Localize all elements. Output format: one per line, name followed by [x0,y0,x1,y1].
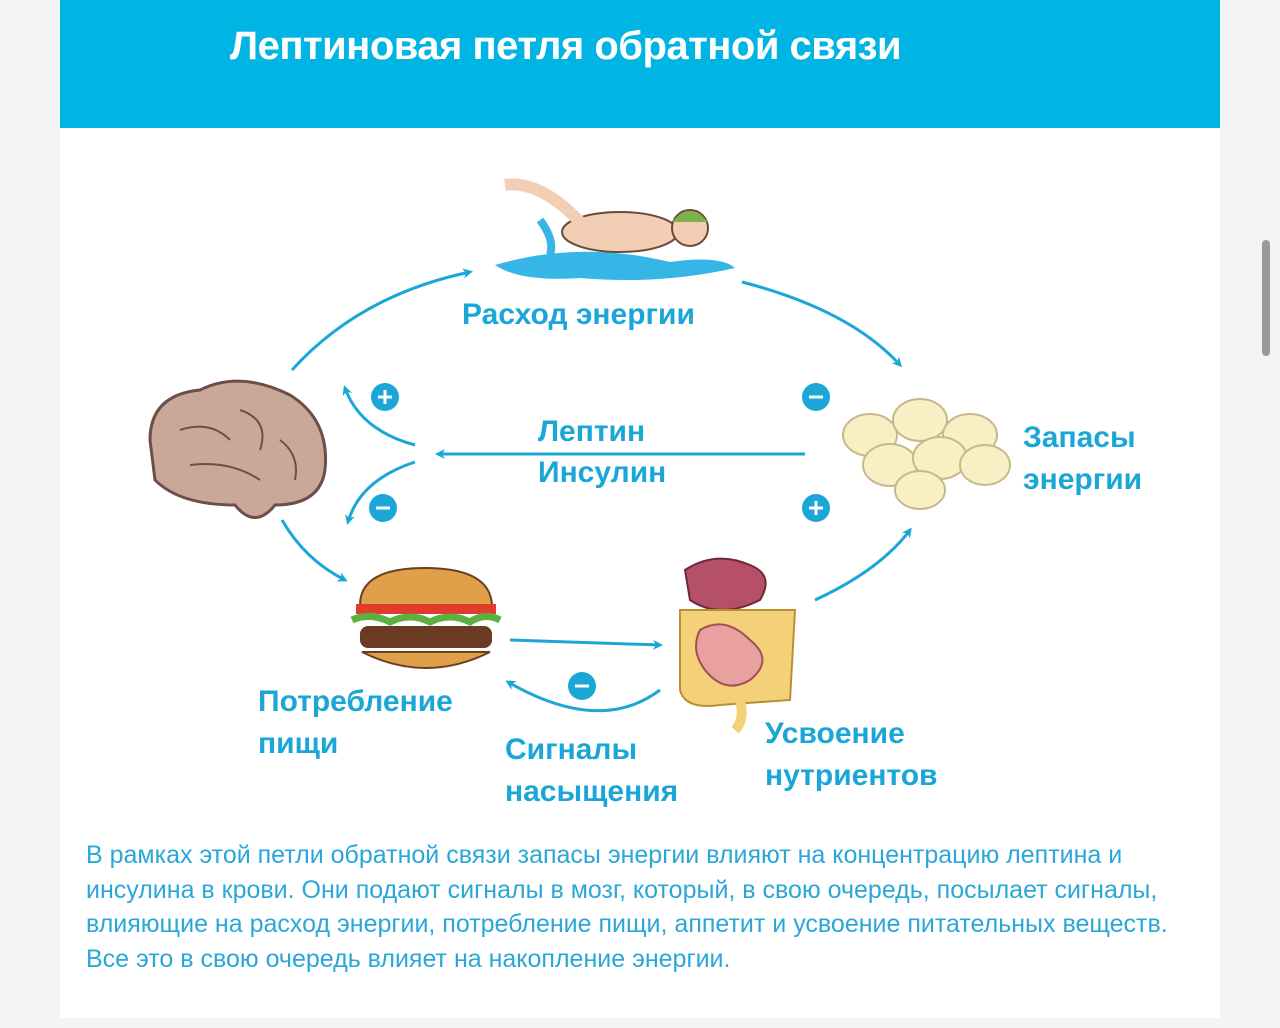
arrow-brain-to-food [280,519,348,582]
arrow-food-to-gut [509,638,663,650]
arrow-gut-to-food [505,680,661,713]
label-satiety-line2: насыщения [505,775,679,808]
plus-sign-brain [371,383,399,411]
page-title: Лептиновая петля обратной связи [230,24,902,68]
digestive-system-icon [679,557,797,734]
label-absorption-line1: Усвоение [765,717,905,750]
label-energy-expenditure: Расход энергии [462,298,695,331]
arrow-down-minus [345,460,416,525]
minus-sign-satiety [568,672,596,700]
arrow-gut-to-fat [814,527,912,602]
scrollbar[interactable] [1262,240,1270,356]
label-insulin: Инсулин [538,456,667,489]
label-absorption-line2: нутриентов [765,759,938,792]
brain-icon [148,379,328,519]
label-food-intake-line1: Потребление [258,685,453,718]
label-energy-stores-line1: Запасы [1023,421,1136,454]
infographic-card: Лептиновая петля обратной связи [60,0,1220,1018]
swimmer-icon [495,178,735,281]
minus-sign-fat [802,383,830,411]
diagram [148,178,1011,734]
header-banner: Лептиновая петля обратной связи [60,0,1220,128]
label-food-intake-line2: пищи [258,727,339,760]
arrow-swim-to-fat [741,280,903,368]
burger-icon [350,566,502,669]
arrow-brain-to-swim [290,268,473,372]
label-satiety-line1: Сигналы [505,733,638,766]
arrow-up-plus [342,385,416,447]
fat-cells-icon [842,398,1011,510]
description-text: В рамках этой петли обратной связи запас… [86,841,1168,973]
plus-sign-fat [802,494,830,522]
label-energy-stores-line2: энергии [1023,463,1143,496]
label-leptin: Лептин [538,415,646,448]
minus-sign-brain [369,494,397,522]
arrows [280,268,912,713]
